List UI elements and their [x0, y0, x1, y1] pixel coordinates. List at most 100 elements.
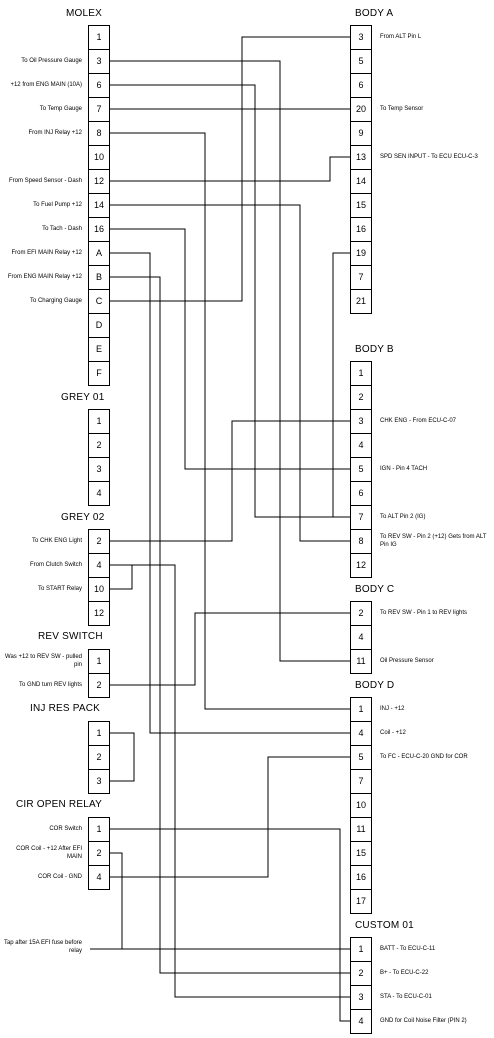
- pin-D: D: [88, 313, 110, 338]
- pin-label: COR Coil - +12 After EFI MAIN: [16, 846, 82, 860]
- pin-2: 2: [88, 673, 110, 698]
- pin-label: Oil Pressure Sensor: [380, 658, 434, 664]
- pin-14: 14: [88, 193, 110, 218]
- pin-11: 11: [350, 649, 372, 674]
- connector-title: BODY B: [355, 344, 394, 355]
- pin-label: To Oil Pressure Gauge: [21, 58, 82, 64]
- pin-11: 11: [350, 817, 372, 842]
- pin-label: From EFI MAIN Relay +12: [11, 250, 82, 256]
- pin-19: 19: [350, 241, 372, 266]
- connector-title: BODY D: [355, 680, 395, 691]
- pin-label: BATT - To ECU-C-11: [380, 946, 436, 952]
- pin-1: 1: [88, 649, 110, 674]
- pin-label: Was +12 to REV SW - pulled pin: [5, 654, 82, 668]
- connector-title: CIR OPEN RELAY: [16, 799, 102, 810]
- pin-6: 6: [350, 481, 372, 506]
- pin-12: 12: [350, 553, 372, 578]
- pin-label: To Fuel Pump +12: [33, 202, 82, 208]
- wire: [110, 204, 350, 542]
- pin-20: 20: [350, 97, 372, 122]
- pin-10: 10: [88, 577, 110, 602]
- pin-2: 2: [88, 529, 110, 554]
- pin-4: 4: [350, 625, 372, 650]
- connector-title: BODY A: [355, 8, 394, 19]
- pin-label: From Clutch Switch: [29, 562, 82, 568]
- pin-13: 13: [350, 145, 372, 170]
- pin-label: From ENG MAIN Relay +12: [7, 274, 82, 280]
- wire: [332, 252, 350, 518]
- pin-3: 3: [88, 457, 110, 482]
- pin-2: 2: [350, 601, 372, 626]
- pin-4: 4: [350, 433, 372, 458]
- pin-label: To Charging Gauge: [29, 298, 82, 304]
- pin-7: 7: [350, 265, 372, 290]
- pin-10: 10: [350, 793, 372, 818]
- connector-title: REV SWITCH: [38, 631, 103, 642]
- pin-B: B: [88, 265, 110, 290]
- pin-2: 2: [350, 385, 372, 410]
- wire: [110, 852, 350, 950]
- wire: [110, 84, 350, 518]
- pin-label: To FC - ECU-C-20 GND for COR: [380, 754, 468, 760]
- pin-3: 3: [88, 49, 110, 74]
- pin-7: 7: [350, 505, 372, 530]
- pin-2: 2: [88, 745, 110, 770]
- pin-2: 2: [350, 961, 372, 986]
- wire: [110, 228, 350, 470]
- pin-label: To ALT Pin 2 (IG): [380, 514, 426, 520]
- pin-1: 1: [350, 361, 372, 386]
- pin-label: From INJ Relay +12: [28, 130, 82, 136]
- pin-label: SPD SEN INPUT - To ECU ECU-C-3: [380, 154, 478, 160]
- pin-label: To REV SW - Pin 2 (+12) Gets from ALT Pi…: [380, 534, 487, 548]
- pin-12: 12: [88, 169, 110, 194]
- pin-9: 9: [350, 121, 372, 146]
- pin-1: 1: [88, 817, 110, 842]
- pin-3: 3: [350, 409, 372, 434]
- connector-title: GREY 02: [61, 512, 105, 523]
- pin-12: 12: [88, 601, 110, 626]
- pin-label: IGN - Pin 4 TACH: [380, 466, 428, 472]
- pin-label: To Temp Gauge: [39, 106, 82, 112]
- wire: [110, 564, 350, 998]
- pin-label: INJ - +12: [380, 706, 405, 712]
- pin-3: 3: [88, 769, 110, 794]
- pin-label: Coil - +12: [380, 730, 406, 736]
- pin-label: GND for Coil Noise Filter (PIN 2): [380, 1018, 467, 1024]
- pin-label: +12 from ENG MAIN (10A): [10, 82, 82, 88]
- pin-label: To GND turn REV lights: [18, 682, 82, 688]
- pin-label: CHK ENG - From ECU-C-07: [380, 418, 457, 424]
- connector-title: CUSTOM 01: [355, 920, 414, 931]
- pin-8: 8: [350, 529, 372, 554]
- wire: [110, 612, 350, 686]
- pin-1: 1: [88, 25, 110, 50]
- connector-title: GREY 01: [61, 392, 105, 403]
- pin-label: STA - To ECU-C-01: [380, 994, 432, 1000]
- pin-1: 1: [350, 937, 372, 962]
- pin-14: 14: [350, 169, 372, 194]
- pin-8: 8: [88, 121, 110, 146]
- wire: [110, 132, 350, 710]
- pin-1: 1: [350, 697, 372, 722]
- connector-title: MOLEX: [66, 8, 103, 19]
- wire: [110, 732, 135, 782]
- wire: [110, 36, 350, 302]
- pin-label: From Speed Sensor - Dash: [8, 178, 82, 184]
- pin-6: 6: [350, 73, 372, 98]
- pin-E: E: [88, 337, 110, 362]
- pin-4: 4: [88, 553, 110, 578]
- pin-4: 4: [88, 865, 110, 890]
- pin-3: 3: [350, 985, 372, 1010]
- pin-label: From ALT Pin L: [380, 34, 422, 40]
- pin-5: 5: [350, 745, 372, 770]
- pin-1: 1: [88, 721, 110, 746]
- pin-17: 17: [350, 889, 372, 914]
- pin-16: 16: [350, 865, 372, 890]
- pin-label: To Tach - Dash: [42, 226, 82, 232]
- pin-1: 1: [88, 409, 110, 434]
- wire: [110, 252, 350, 734]
- pin-label: To REV SW - Pin 1 to REV lights: [380, 610, 468, 616]
- pin-A: A: [88, 241, 110, 266]
- pin-10: 10: [88, 145, 110, 170]
